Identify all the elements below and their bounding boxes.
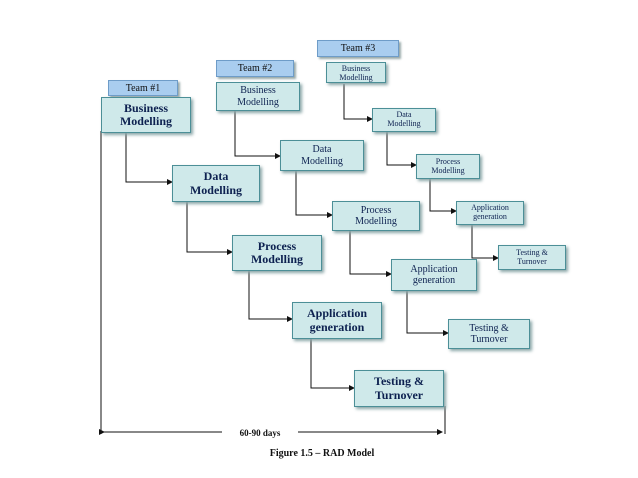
t2-connector-3 — [349, 230, 392, 277]
t3-data-modelling-box: Data Modelling — [372, 108, 436, 132]
t3-connector-4 — [471, 224, 499, 261]
t1-business-modelling-box: Business Modelling — [101, 97, 191, 133]
t1-connector-2 — [186, 201, 233, 255]
t3-connector-1 — [343, 84, 373, 122]
t1-application-generation-box: Application generation — [292, 302, 382, 339]
team-3-label: Team #3 — [317, 40, 399, 57]
t1-connector-1 — [125, 131, 173, 185]
t3-connector-3 — [429, 178, 457, 214]
t2-data-modelling-box: Data Modelling — [280, 140, 364, 171]
t3-business-modelling-box: Business Modelling — [326, 62, 386, 83]
t2-connector-2 — [295, 170, 333, 218]
t1-data-modelling-box: Data Modelling — [172, 165, 260, 202]
t2-business-modelling-box: Business Modelling — [216, 82, 300, 111]
t1-connector-4 — [310, 338, 355, 391]
t2-application-generation-box: Application generation — [391, 259, 477, 291]
t3-application-generation-box: Application generation — [456, 201, 524, 225]
t2-process-modelling-box: Process Modelling — [332, 201, 420, 231]
t2-connector-1 — [234, 110, 281, 159]
team-1-label: Team #1 — [108, 80, 178, 96]
t2-connector-4 — [406, 290, 449, 336]
t3-process-modelling-box: Process Modelling — [416, 154, 480, 179]
figure-caption: Figure 1.5 – RAD Model — [269, 448, 375, 459]
team-2-label: Team #2 — [216, 60, 294, 77]
t1-process-modelling-box: Process Modelling — [232, 235, 322, 271]
t3-connector-2 — [386, 131, 417, 168]
t1-testing-turnover-box: Testing & Turnover — [354, 370, 444, 407]
duration-label: 60-90 days — [222, 428, 298, 438]
t1-connector-3 — [248, 269, 293, 322]
t2-testing-turnover-box: Testing & Turnover — [448, 319, 530, 349]
t3-testing-turnover-box: Testing & Turnover — [498, 245, 566, 270]
